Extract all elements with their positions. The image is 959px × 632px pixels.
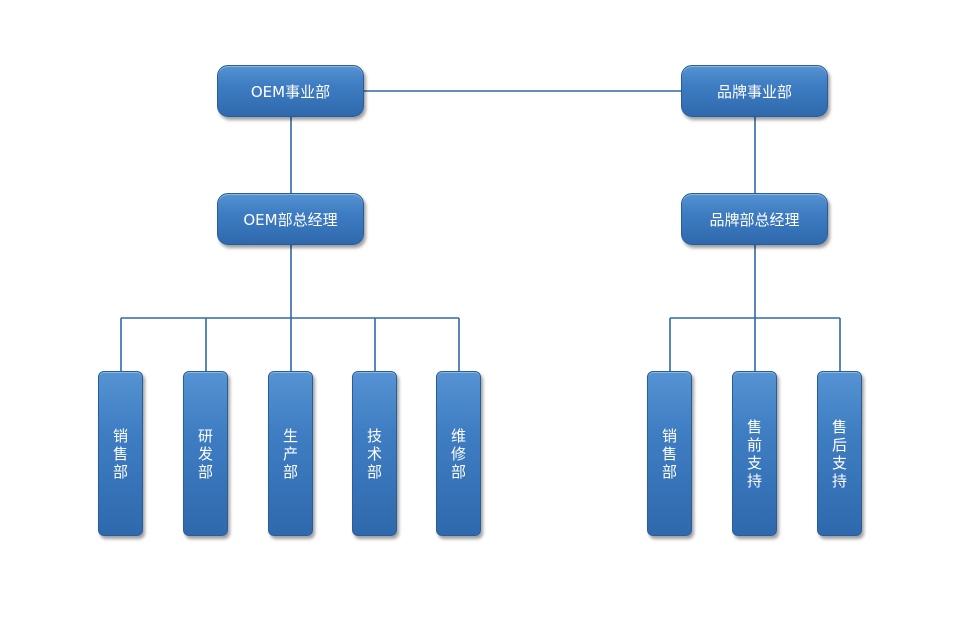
node-oem-production-label: 生产部 [282, 426, 298, 481]
node-oem-sales: 销售部 [98, 371, 143, 536]
node-oem-general-manager-label: OEM部总经理 [243, 210, 338, 229]
node-oem-technical-label: 技术部 [366, 426, 382, 481]
node-brand-presales-support-label: 售前支持 [746, 417, 762, 490]
node-brand-presales-support: 售前支持 [732, 371, 777, 536]
node-oem-division: OEM事业部 [217, 65, 364, 117]
node-brand-aftersales-support-label: 售后支持 [831, 417, 847, 490]
node-oem-sales-label: 销售部 [112, 426, 128, 481]
node-brand-general-manager: 品牌部总经理 [681, 193, 828, 245]
node-brand-aftersales-support: 售后支持 [817, 371, 862, 536]
node-brand-division-label: 品牌事业部 [716, 82, 792, 101]
node-brand-sales: 销售部 [647, 371, 692, 536]
node-brand-division: 品牌事业部 [681, 65, 828, 117]
node-oem-general-manager: OEM部总经理 [217, 193, 364, 245]
node-oem-maintenance-label: 维修部 [450, 426, 466, 481]
node-oem-technical: 技术部 [352, 371, 397, 536]
node-oem-rnd: 研发部 [183, 371, 228, 536]
node-oem-production: 生产部 [268, 371, 313, 536]
node-brand-general-manager-label: 品牌部总经理 [709, 210, 800, 229]
node-brand-sales-label: 销售部 [661, 426, 677, 481]
node-oem-maintenance: 维修部 [436, 371, 481, 536]
node-oem-division-label: OEM事业部 [250, 82, 331, 101]
node-oem-rnd-label: 研发部 [197, 426, 213, 481]
